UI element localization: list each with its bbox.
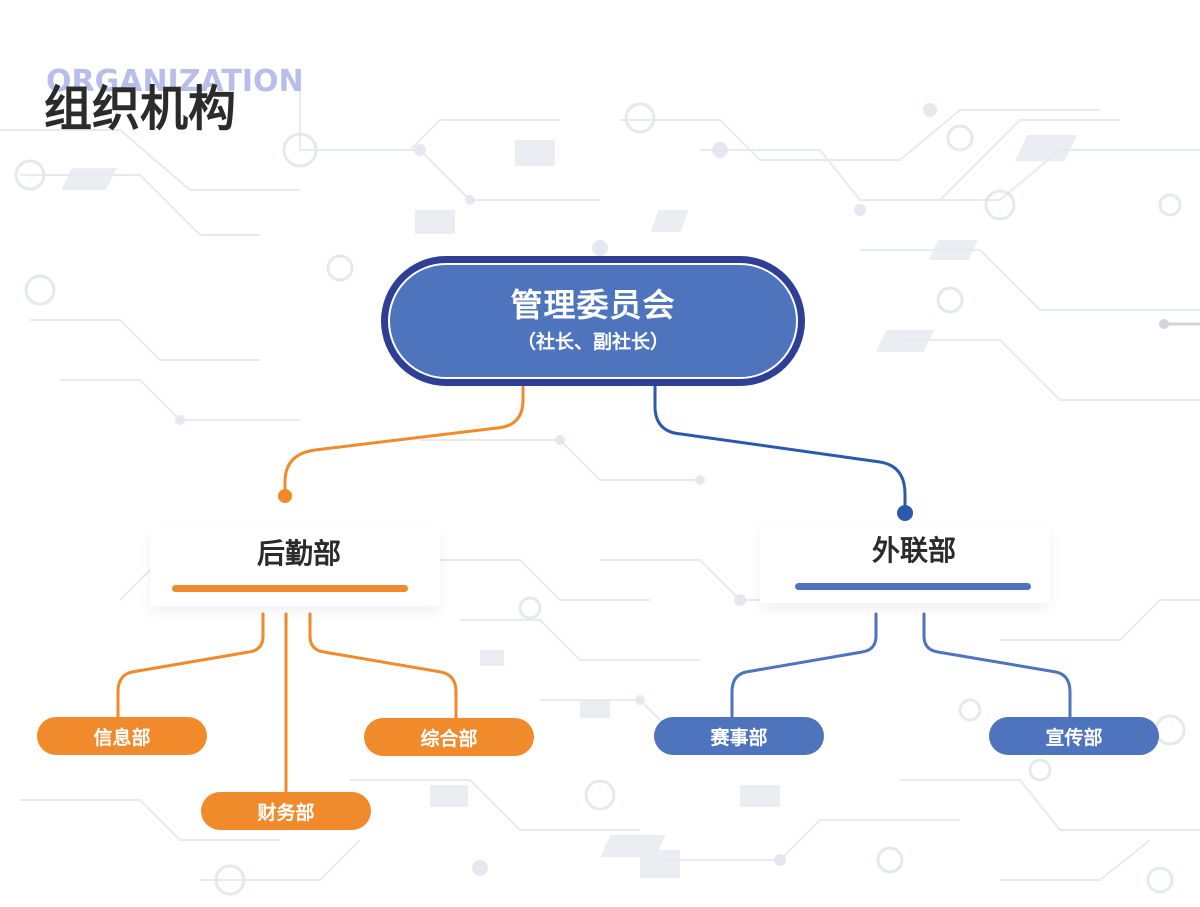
root-node-subtitle: （社长、副社长）	[516, 331, 669, 353]
root-node-inner: 管理委员会 （社长、副社长）	[388, 263, 798, 379]
dept-node-outreach[interactable]: 外联部	[760, 525, 1050, 603]
link-logistics-general	[308, 612, 458, 720]
root-node-title: 管理委员会	[510, 286, 676, 324]
root-node[interactable]: 管理委员会 （社长、副社长）	[381, 256, 805, 386]
dept-underline-logistics	[172, 585, 408, 592]
unit-general[interactable]: 综合部	[364, 718, 534, 756]
unit-publicity-label: 宣传部	[1045, 726, 1103, 749]
unit-info[interactable]: 信息部	[37, 717, 207, 755]
unit-events-label: 赛事部	[710, 726, 768, 749]
node-dot-outreach	[897, 505, 913, 521]
dept-label-logistics: 后勤部	[256, 537, 341, 570]
link-logistics-info	[116, 612, 265, 720]
link-root-outreach	[653, 379, 907, 514]
link-outreach-publicity	[922, 612, 1072, 720]
dept-label-outreach: 外联部	[871, 534, 956, 567]
unit-finance-label: 财务部	[257, 801, 315, 824]
dept-node-logistics[interactable]: 后勤部	[150, 528, 440, 606]
node-dot-logistics	[278, 489, 292, 503]
page-title: 组织机构	[44, 81, 237, 137]
unit-events[interactable]: 赛事部	[654, 717, 824, 755]
unit-general-label: 综合部	[420, 727, 478, 750]
header-eyebrow: ORGANIZATION	[46, 64, 304, 99]
link-outreach-events	[730, 612, 878, 720]
link-root-logistics	[283, 379, 525, 497]
edge-connector-stub	[1158, 315, 1200, 329]
unit-finance[interactable]: 财务部	[201, 792, 371, 830]
unit-info-label: 信息部	[93, 726, 151, 749]
dept-underline-outreach	[795, 583, 1031, 590]
unit-publicity[interactable]: 宣传部	[989, 717, 1159, 755]
